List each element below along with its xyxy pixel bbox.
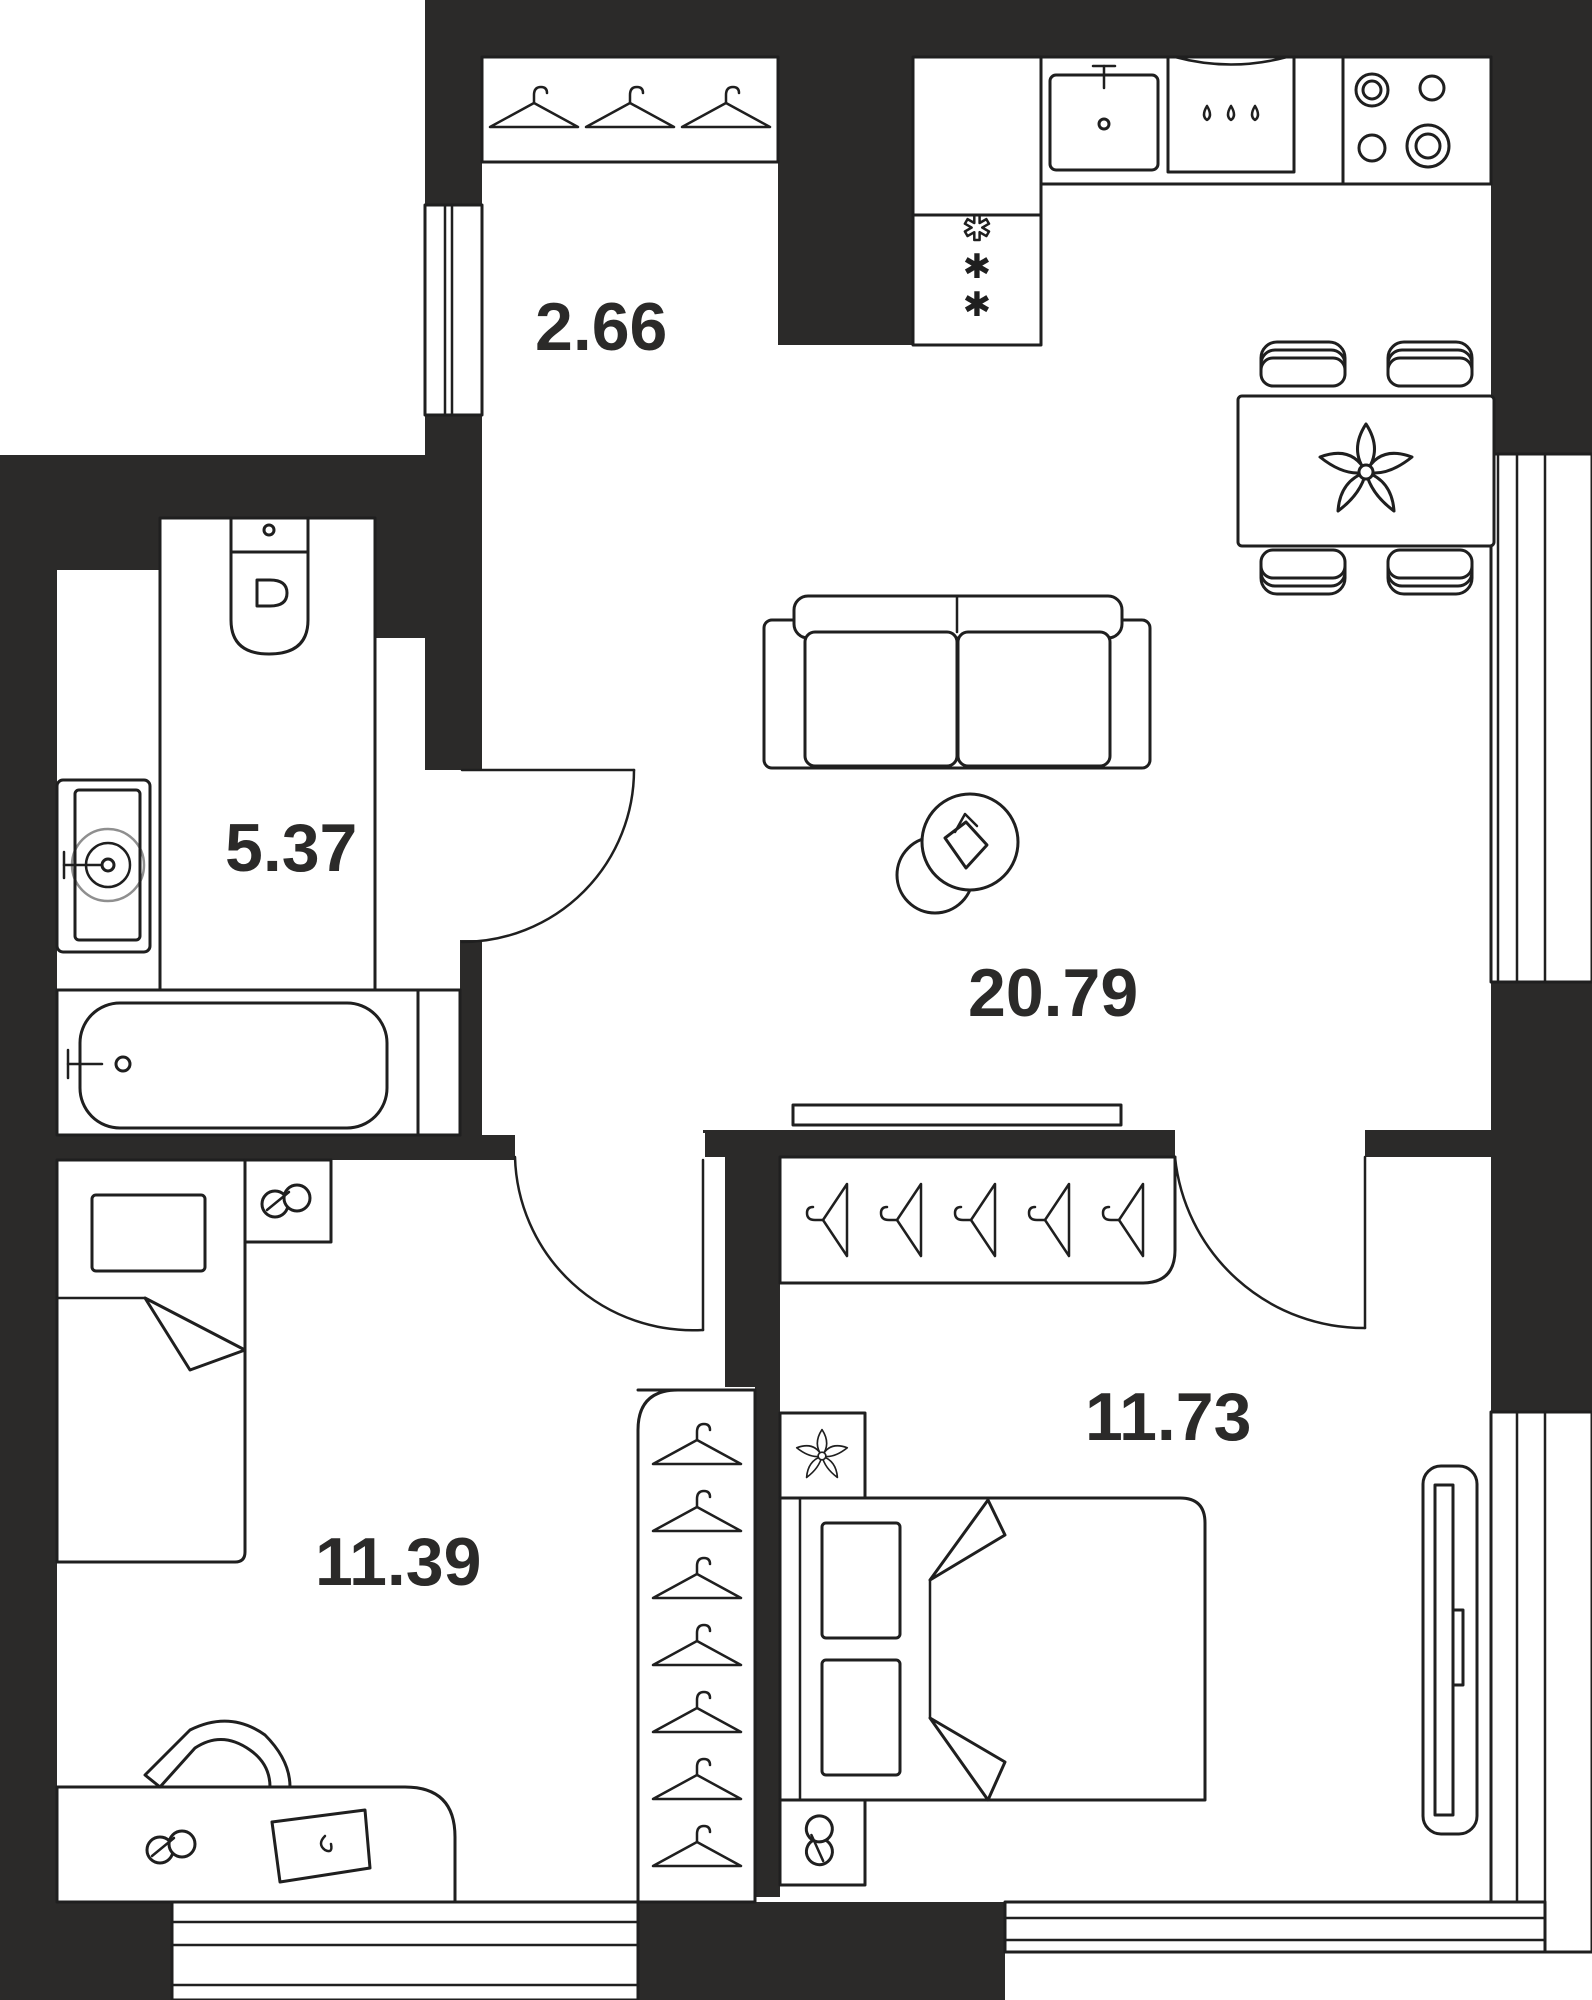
dining-table [1236,340,1496,596]
bathroom-fixtures [55,516,462,1137]
dishwasher-icon [1166,55,1296,174]
window-living [1489,452,1592,984]
door-bathroom [460,768,636,944]
bedroom-left-furniture [55,1158,757,1904]
nightstand-top [778,1411,867,1500]
area-label-bedroom-right: 11.73 [1085,1379,1251,1455]
area-label-bathroom: 5.37 [225,810,357,886]
door-bedroom-right [1173,1128,1367,1330]
doors [460,768,1367,1332]
nightstand-bottom [778,1798,867,1887]
area-labels: 2.66 5.37 20.79 11.39 11.73 [225,289,1251,1600]
tv-stand [791,1103,1123,1127]
bedroom-right-furniture [778,1155,1479,1887]
stove-icon [1341,55,1493,186]
sink-icon [1048,64,1160,172]
window-bedroom-right [1003,1410,1592,1954]
toilet-icon [229,516,310,656]
hall-wardrobe [480,55,780,164]
area-label-kitchen-living: 20.79 [968,955,1138,1031]
sofa [762,594,1152,770]
washbasin-icon [55,778,152,954]
single-bed [55,1158,247,1564]
area-label-hall: 2.66 [535,289,667,365]
area-label-bedroom-left: 11.39 [315,1524,481,1600]
svg-text:✱: ✱ [963,285,992,325]
windows [170,203,1592,2000]
double-bed [778,1496,1207,1802]
radiator [1421,1464,1479,1836]
window-hall [423,203,484,417]
desk [55,1719,457,1904]
kitchen-counter: ✱ ✱ ✱ [911,55,1493,347]
bathtub-icon [66,1001,389,1130]
coffee-tables [895,792,1020,915]
svg-text:✱: ✱ [963,209,992,249]
window-bedroom-left [170,1900,640,2000]
nightstand-left [243,1158,333,1244]
wardrobe-right [778,1155,1177,1285]
wardrobe-left [636,1388,757,1904]
svg-text:✱: ✱ [963,247,992,287]
door-bedroom-left [513,1133,705,1332]
